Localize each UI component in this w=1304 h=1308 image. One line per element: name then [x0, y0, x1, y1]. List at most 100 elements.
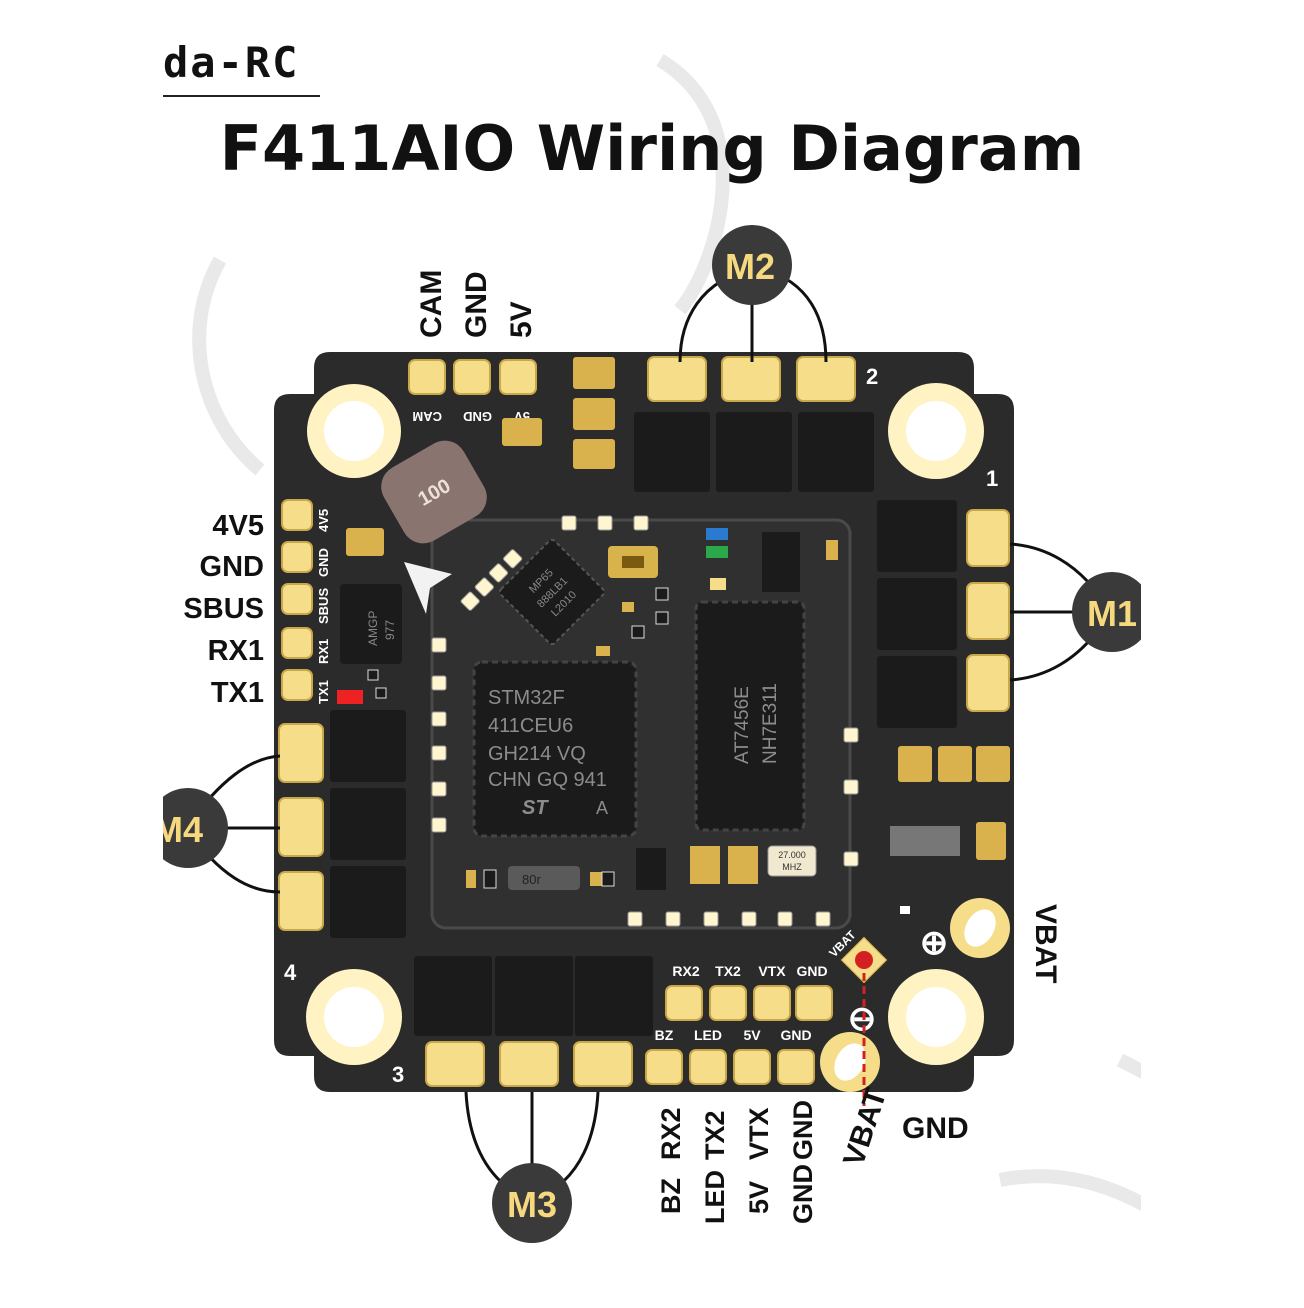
pad-gnd-bottom — [777, 1049, 815, 1085]
top-outside-labels: CAM GND 5V — [415, 270, 538, 338]
page-title: F411AIO Wiring Diagram — [219, 112, 1085, 185]
label-gnd-vtx: GND — [788, 1100, 818, 1160]
osc-line-1: 27.000 — [778, 850, 806, 860]
mcu-line-1: STM32F — [488, 687, 565, 709]
m4-pad-c — [278, 871, 324, 931]
osc-line-2: MHZ — [782, 862, 802, 872]
m2-motor-pads — [647, 356, 856, 402]
m3-pad-b — [499, 1041, 559, 1087]
bottom-signal-pads-row1 — [665, 985, 833, 1021]
silk-bz: BZ — [655, 1027, 674, 1043]
silk-tx2: TX2 — [715, 963, 741, 979]
mcu-chip: STM32F 411CEU6 GH214 VQ CHN GQ 941 ST A — [472, 660, 638, 838]
label-rx1: RX1 — [208, 635, 264, 667]
mcu-line-3: GH214 VQ — [488, 743, 586, 765]
left-outside-labels: 4V5 GND SBUS RX1 TX1 — [183, 510, 264, 709]
bottom-signal-pads-row2 — [645, 1049, 815, 1085]
pad-cam — [408, 359, 446, 395]
corner-4: 4 — [284, 960, 297, 985]
pad-rx1 — [281, 627, 313, 659]
label-4v5: 4V5 — [212, 510, 264, 542]
right-crop-mask — [1141, 0, 1304, 1304]
pad-5v-top — [499, 359, 537, 395]
m2-mosfets — [634, 412, 874, 492]
m4-pad-b — [278, 797, 324, 857]
pad-gnd-top — [453, 359, 491, 395]
mcu-line-2: 411CEU6 — [488, 715, 573, 737]
silk-cam: CAM — [412, 409, 442, 424]
logo-underline — [163, 95, 320, 97]
corner-numbers: 1 2 3 4 — [284, 364, 998, 1087]
pad-5v-bottom — [733, 1049, 771, 1085]
crystal: 80r — [508, 866, 580, 890]
m4-mosfets — [330, 710, 406, 938]
module-edge-pads — [431, 515, 859, 927]
label-vbat-bottom: VBAT — [837, 1084, 893, 1170]
pad-tx1 — [281, 669, 313, 701]
green-led — [706, 546, 728, 558]
silk-gnd-bottom: GND — [780, 1027, 811, 1043]
osd-line-2: NH7E311 — [760, 683, 781, 764]
red-led — [337, 690, 363, 704]
label-tx1: TX1 — [211, 677, 264, 709]
battery-pads: ⊕ ⊖ — [820, 898, 1010, 1092]
label-gnd: GND — [460, 271, 493, 338]
baro-chip: AMGP 977 — [340, 584, 402, 664]
silk-vtx: VTX — [758, 963, 786, 979]
pad-sbus — [281, 583, 313, 615]
left-silk-labels: 4V5 GND SBUS RX1 TX1 — [316, 509, 331, 704]
baro-label-2: 977 — [383, 620, 397, 640]
left-signal-pads — [281, 499, 313, 701]
label-gnd-bottom: GND — [788, 1164, 818, 1224]
crystal-label: 80r — [522, 872, 541, 887]
pad-gnd-vtx — [795, 985, 833, 1021]
mcu-suffix: A — [596, 798, 608, 818]
m3-callout: M3 — [492, 1163, 572, 1243]
regulator-chip — [762, 532, 800, 592]
top-signal-pads — [408, 359, 537, 395]
oscillator: 27.000 MHZ — [767, 845, 817, 877]
pad-gnd-left — [281, 541, 313, 573]
m2-callout: M2 — [712, 225, 792, 305]
m1-pad-b — [966, 582, 1010, 640]
baro-label-1: AMGP — [366, 611, 380, 646]
osd-chip: AT7456E NH7E311 — [694, 600, 806, 832]
gyro-chip: MP65 888LB1 L2010 — [498, 538, 606, 646]
label-5v-bottom: 5V — [744, 1181, 774, 1214]
silk-4v5: 4V5 — [316, 509, 331, 532]
m1-label: M1 — [1087, 593, 1137, 634]
right-capacitors — [898, 746, 1010, 860]
label-vbat-right: VBAT — [1029, 904, 1062, 983]
label-gnd-power: GND — [902, 1112, 969, 1145]
top-capacitors — [346, 357, 615, 556]
m4-motor-pads — [278, 723, 324, 931]
silk-gnd-left: GND — [316, 548, 331, 577]
silk-sbus: SBUS — [316, 588, 331, 624]
top-silk-labels: CAM GND 5V — [412, 409, 530, 424]
pad-4v5 — [281, 499, 313, 531]
mcu-brand-logo: ST — [522, 797, 549, 819]
switch — [890, 826, 960, 856]
m1-pad-c — [966, 654, 1010, 712]
m4-pad-a — [278, 723, 324, 783]
m1-mosfets — [877, 500, 957, 728]
mounting-holes — [305, 382, 984, 1065]
orientation-arrow — [404, 562, 452, 614]
m1-motor-pads — [966, 509, 1010, 712]
mcu-line-4: CHN GQ 941 — [488, 769, 607, 791]
label-rx2: RX2 — [656, 1107, 686, 1160]
silk-gnd: GND — [463, 409, 492, 424]
label-gnd-left: GND — [200, 551, 264, 583]
label-vtx: VTX — [744, 1107, 774, 1160]
silk-5v-bottom: 5V — [743, 1027, 761, 1043]
silk-rx2: RX2 — [672, 963, 699, 979]
minus-sign: ⊖ — [848, 1000, 877, 1038]
label-led: LED — [700, 1170, 730, 1224]
m1-callout: M1 — [1072, 572, 1152, 652]
silk-tx1: TX1 — [316, 680, 331, 704]
pad-led — [689, 1049, 727, 1085]
label-bz: BZ — [656, 1178, 686, 1214]
m2-pad-c — [796, 356, 856, 402]
m2-label: M2 — [725, 246, 775, 287]
